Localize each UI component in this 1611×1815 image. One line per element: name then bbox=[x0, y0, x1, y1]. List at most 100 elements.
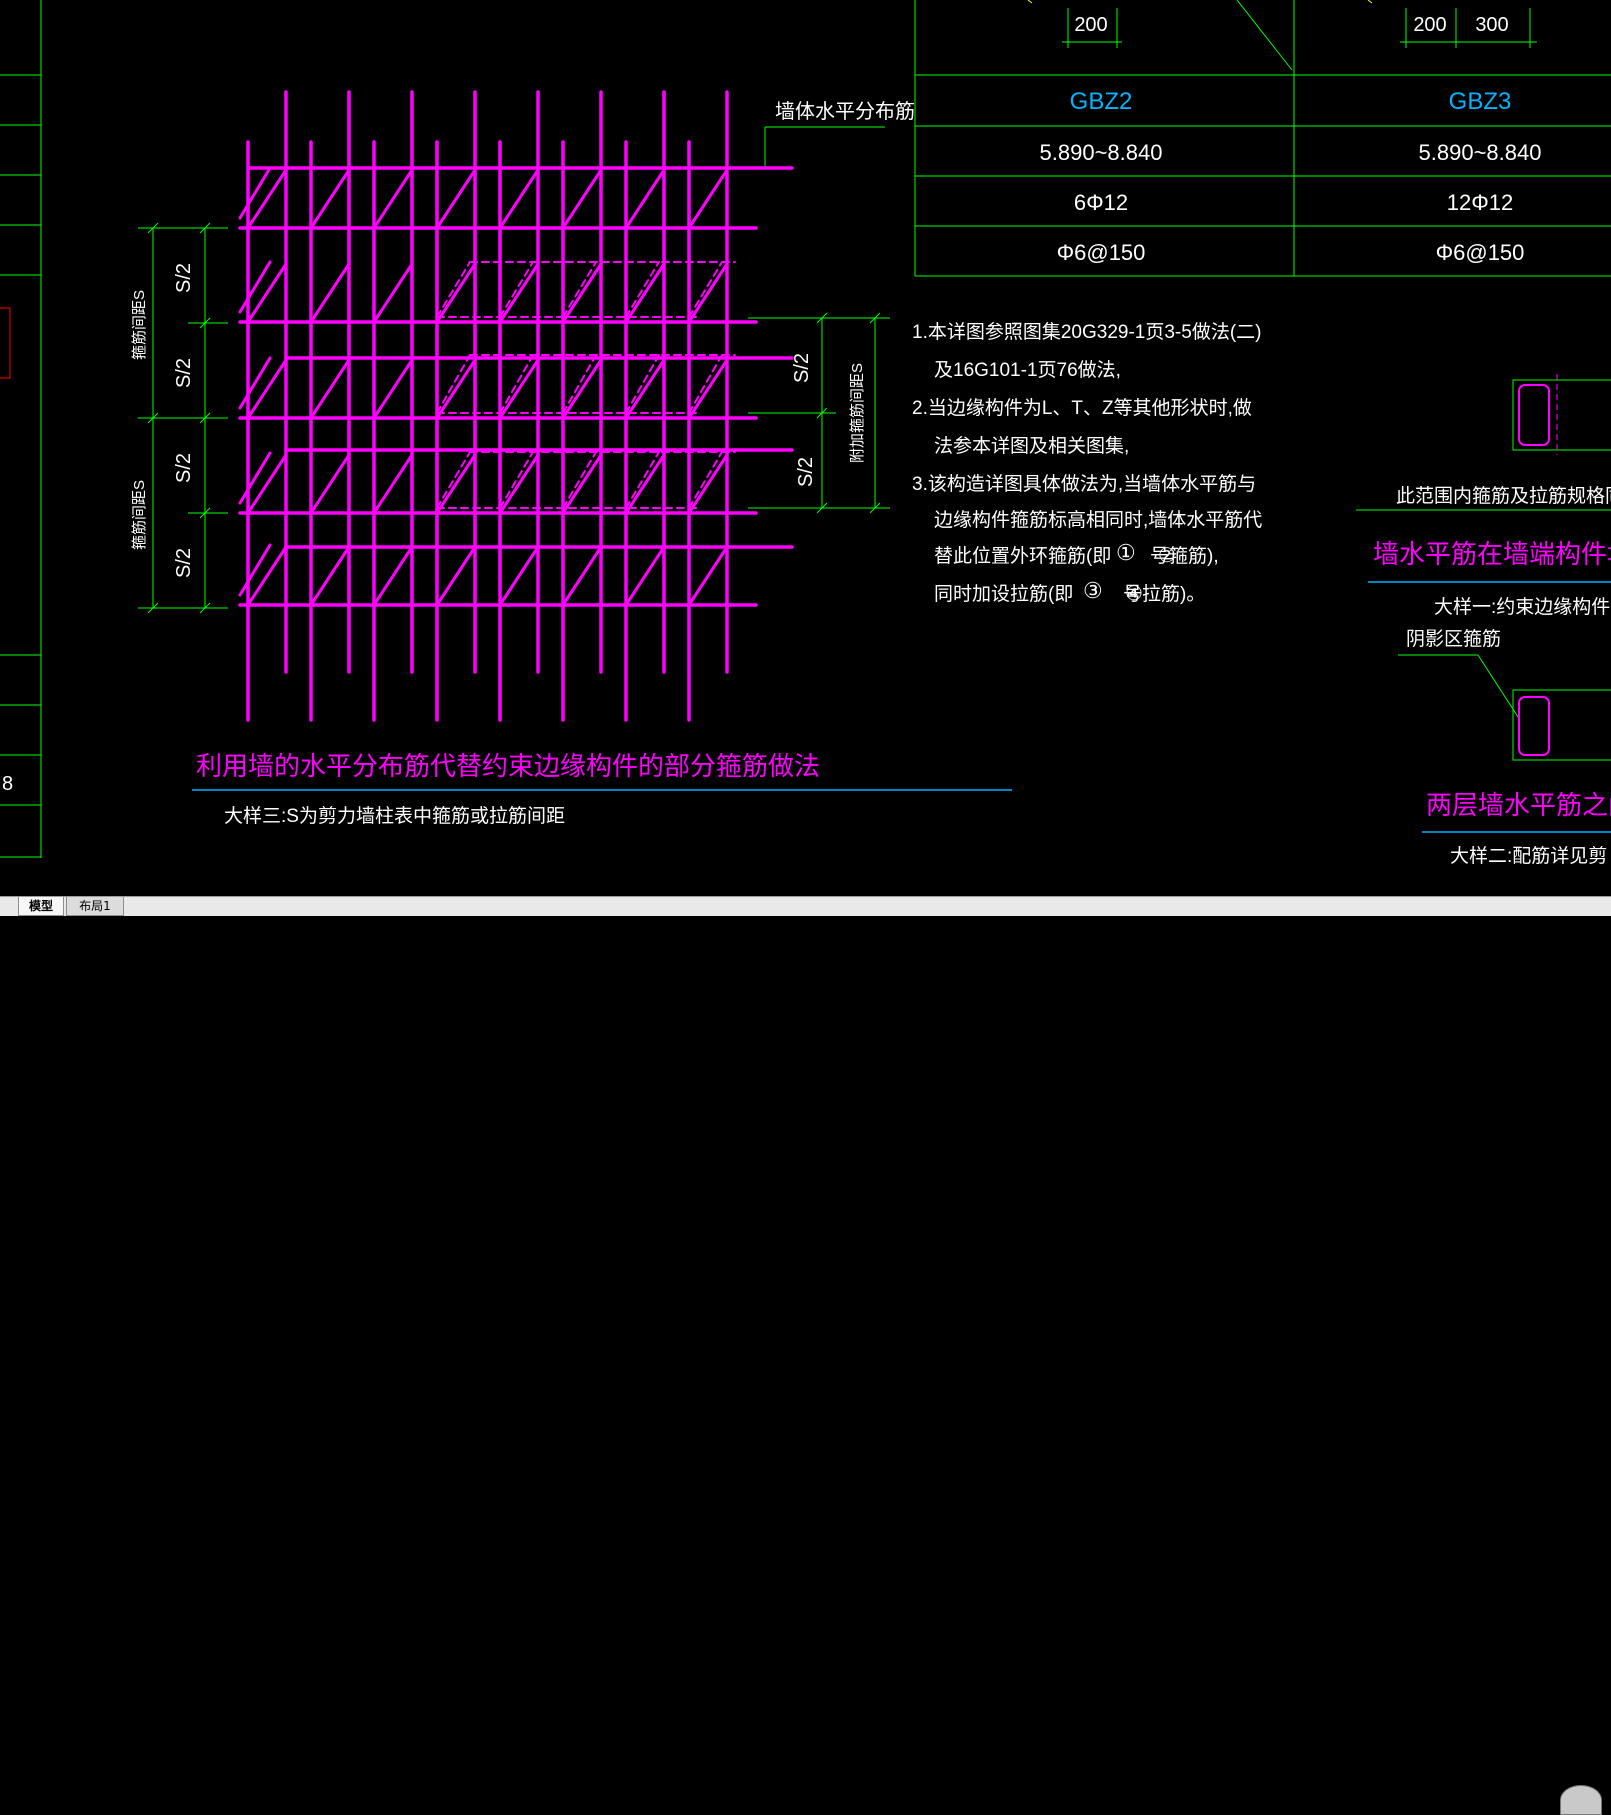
note-line-9: 同时加设拉筋(即 bbox=[934, 583, 1073, 605]
diagonal-link bbox=[624, 262, 666, 324]
note-line-8: 号箍筋), bbox=[1150, 545, 1219, 567]
dashed-stirrup bbox=[499, 261, 534, 318]
avatar[interactable] bbox=[1560, 1785, 1602, 1815]
hook bbox=[238, 543, 272, 597]
diagonal-link bbox=[246, 262, 288, 324]
diagonal-link bbox=[435, 262, 477, 324]
note-line-10: 号拉筋)。 bbox=[1123, 583, 1205, 605]
diagonal-link bbox=[687, 358, 729, 420]
circle-2: ② bbox=[1158, 545, 1176, 567]
diagonal-link bbox=[246, 168, 288, 230]
column-table: 200 200 300 GBZ2 GBZ3 5.890~8.840 5.890~… bbox=[914, 0, 1611, 277]
left-panel: 8 bbox=[0, 0, 42, 858]
left-panel-number: 8 bbox=[2, 773, 13, 795]
circle-4: ④ bbox=[1125, 583, 1143, 605]
dashed-stirrup bbox=[436, 451, 471, 509]
left-label-top: 箍筋间距S bbox=[131, 290, 148, 360]
diagonal-link bbox=[624, 545, 666, 607]
diagonal-link bbox=[498, 545, 540, 607]
diagonal-link bbox=[435, 358, 477, 420]
right-sub-1: 大样一:约束边缘构件 bbox=[1434, 596, 1610, 618]
note-line-1: 1.本详图参照图集20G329-1页3-5做法(二) bbox=[912, 321, 1261, 343]
dashed-stirrup bbox=[625, 261, 660, 318]
table-name-gbz2: GBZ2 bbox=[1070, 88, 1133, 115]
diagonal-link bbox=[246, 545, 288, 607]
table-elev-gbz3: 5.890~8.840 bbox=[1419, 140, 1542, 165]
dashed-stirrup bbox=[688, 261, 723, 318]
tab-model[interactable]: 模型 bbox=[18, 897, 64, 916]
table-stirrup-gbz2: Φ6@150 bbox=[1057, 240, 1146, 265]
right-title-1: 墙水平筋在墙端构件墙端 bbox=[1373, 539, 1611, 569]
dim-300-right: 300 bbox=[1475, 14, 1508, 36]
hook bbox=[238, 166, 272, 220]
dashed-stirrup bbox=[688, 354, 723, 414]
right-sub-2: 大样二:配筋详见剪 bbox=[1450, 845, 1607, 867]
rebar-label: 墙体水平分布筋 bbox=[775, 100, 915, 123]
rebar-cage bbox=[238, 90, 794, 722]
diagonal-link bbox=[309, 453, 351, 515]
dim-s2-3: S/2 bbox=[173, 453, 195, 483]
note-line-2: 及16G101-1页76做法, bbox=[934, 359, 1121, 381]
range-note: 此范围内箍筋及拉筋规格同大 bbox=[1396, 485, 1611, 507]
diagonal-link bbox=[372, 358, 414, 420]
dashed-stirrup bbox=[562, 451, 597, 509]
diagonal-link bbox=[372, 545, 414, 607]
diagonal-link bbox=[309, 358, 351, 420]
diagonal-link bbox=[309, 545, 351, 607]
diagonal-link bbox=[687, 453, 729, 515]
circle-3: ③ bbox=[1083, 578, 1103, 603]
diagonal-link bbox=[372, 262, 414, 324]
right-detail: 此范围内箍筋及拉筋规格同大 墙水平筋在墙端构件墙端 大样一:约束边缘构件 阴影区… bbox=[1356, 374, 1611, 867]
tab-layout1[interactable]: 布局1 bbox=[66, 897, 124, 916]
cad-canvas[interactable]: 8 200 200 300 GBZ2 GBZ3 5.890~8.840 5.89… bbox=[0, 0, 1611, 896]
layout-tab-bar: 模型 布局1 bbox=[0, 896, 1611, 1815]
diagonal-link bbox=[687, 545, 729, 607]
dashed-stirrup bbox=[499, 354, 534, 414]
diagonal-link bbox=[561, 453, 603, 515]
diagonal-link bbox=[435, 545, 477, 607]
diagonal-link bbox=[435, 453, 477, 515]
table-elev-gbz2: 5.890~8.840 bbox=[1040, 140, 1163, 165]
dashed-stirrup bbox=[625, 451, 660, 509]
main-title: 利用墙的水平分布筋代替约束边缘构件的部分箍筋做法 bbox=[196, 751, 820, 781]
diagonal-link bbox=[372, 453, 414, 515]
diagonal-link bbox=[561, 358, 603, 420]
note-line-3: 2.当边缘构件为L、T、Z等其他形状时,做 bbox=[912, 397, 1252, 419]
diagonal-link bbox=[498, 453, 540, 515]
note-line-7: 替此位置外环箍筋(即 bbox=[934, 545, 1111, 567]
dashed-stirrup bbox=[436, 261, 471, 318]
diagonal-link bbox=[624, 453, 666, 515]
diagonal-link bbox=[561, 262, 603, 324]
dashed-stirrup bbox=[625, 354, 660, 414]
dashed-stirrup bbox=[562, 261, 597, 318]
right-label: 附加箍筋间距S bbox=[849, 363, 866, 463]
dashed-stirrup bbox=[499, 451, 534, 509]
dim-s2-right-1: S/2 bbox=[791, 353, 813, 383]
dashed-stirrup bbox=[688, 451, 723, 509]
table-name-gbz3: GBZ3 bbox=[1449, 88, 1512, 115]
left-dimensions bbox=[138, 222, 228, 614]
diagonal-link bbox=[624, 358, 666, 420]
dim-200-right: 200 bbox=[1413, 14, 1446, 36]
circle-1: ① bbox=[1116, 540, 1136, 565]
diagonal-link bbox=[498, 168, 540, 230]
note-line-5: 3.该构造详图具体做法为,当墙体水平筋与 bbox=[912, 473, 1256, 495]
note-line-4: 法参本详图及相关图集, bbox=[934, 435, 1129, 457]
dashed-stirrup bbox=[562, 354, 597, 414]
hook bbox=[238, 451, 272, 505]
diagonal-link bbox=[624, 168, 666, 230]
diagonal-link bbox=[309, 262, 351, 324]
hook bbox=[238, 260, 272, 314]
diagonal-link bbox=[498, 358, 540, 420]
table-stirrup-gbz3: Φ6@150 bbox=[1436, 240, 1525, 265]
diagonal-link bbox=[498, 262, 540, 324]
diagonal-link bbox=[435, 168, 477, 230]
dim-200-left: 200 bbox=[1074, 14, 1107, 36]
note-line-6: 边缘构件箍筋标高相同时,墙体水平筋代 bbox=[934, 509, 1262, 531]
table-long-gbz3: 12Φ12 bbox=[1447, 190, 1514, 215]
table-long-gbz2: 6Φ12 bbox=[1074, 190, 1128, 215]
dim-s2-right-2: S/2 bbox=[795, 457, 817, 487]
hook bbox=[238, 356, 272, 410]
cad-drawing: 8 200 200 300 GBZ2 GBZ3 5.890~8.840 5.89… bbox=[0, 0, 1611, 867]
right-dimensions bbox=[748, 312, 890, 514]
